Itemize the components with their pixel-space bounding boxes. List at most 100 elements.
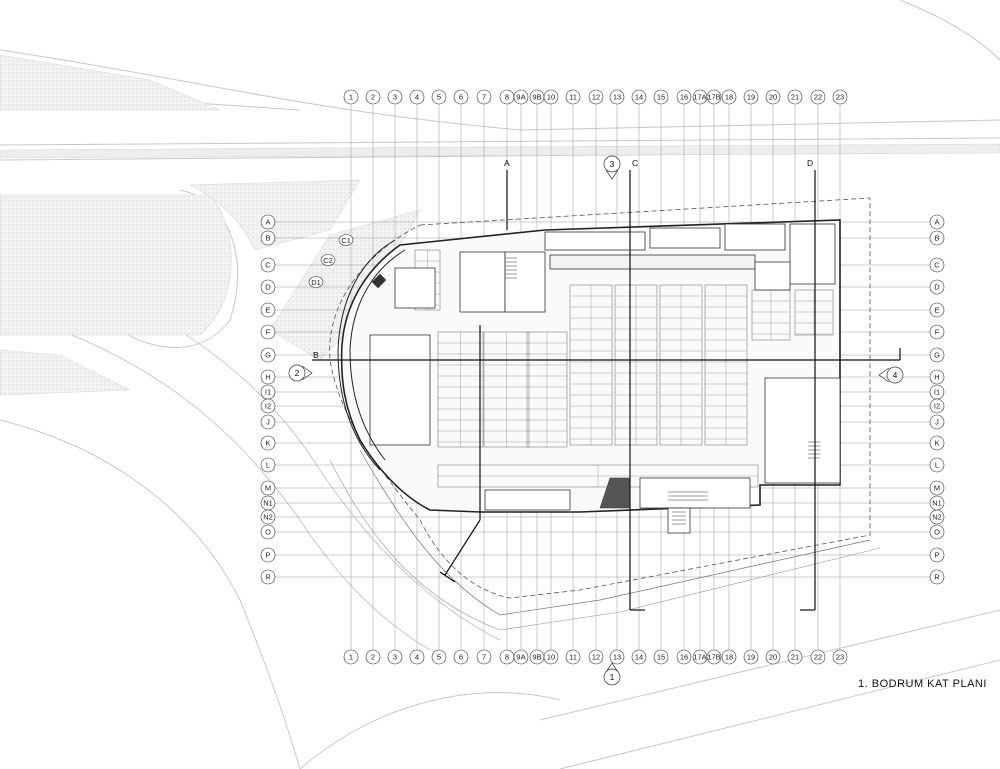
row-bubble-right-g-label: G [934, 351, 940, 360]
row-bubble-left-k-label: K [265, 439, 270, 448]
row-bubble-left-b-circle [260, 230, 276, 246]
column-bubble-bottom-7-circle [476, 649, 492, 665]
row-bubble-right-m-label: M [934, 484, 940, 493]
section-marker-2: 2 [288, 364, 313, 382]
column-bubble-top-3: 3 [387, 89, 403, 105]
column-bubble-top-15: 15 [653, 89, 669, 105]
row-bubble-right-c: C [929, 257, 945, 273]
column-bubble-bottom-15: 15 [653, 649, 669, 665]
row-bubble-left-l-label: L [266, 461, 270, 470]
section-cut-a: A [504, 158, 510, 168]
column-bubble-top-17b-label: 17B [707, 93, 720, 102]
row-bubble-left-c-circle [260, 257, 276, 273]
column-bubble-top-18-circle [721, 89, 737, 105]
column-bubble-top-11-label: 11 [569, 93, 577, 102]
row-bubble-right-o-circle [929, 524, 945, 540]
column-bubble-top-17b-circle [706, 89, 722, 105]
row-bubble-right-p: P [929, 547, 945, 563]
column-bubble-top-2-label: 2 [371, 93, 375, 102]
row-bubble-left-a-circle [260, 214, 276, 230]
column-bubble-top-23-label: 23 [836, 93, 844, 102]
row-bubble-left-j: J [260, 414, 276, 430]
column-bubble-bottom-10-label: 10 [547, 653, 555, 662]
column-bubble-top-4-circle [409, 89, 425, 105]
section-lines [312, 170, 901, 611]
column-bubble-top-13-label: 13 [613, 93, 621, 102]
row-bubble-right-l: L [929, 457, 945, 473]
row-bubble-left-m: M [260, 480, 276, 496]
row-bubble-right-n2-label: N2 [932, 513, 942, 522]
row-bubble-left-l: L [260, 457, 276, 473]
column-bubble-bottom-8-label: 8 [505, 653, 509, 662]
column-bubble-bottom-23: 23 [832, 649, 848, 665]
column-bubble-top-22: 22 [810, 89, 826, 105]
row-bubble-left-l-circle [260, 457, 276, 473]
column-bubble-bottom-14: 14 [631, 649, 647, 665]
row-bubble-left-p: P [260, 547, 276, 563]
column-bubble-bottom-13-circle [609, 649, 625, 665]
column-bubble-top-7-label: 7 [482, 93, 486, 102]
row-bubble-left-g: G [260, 347, 276, 363]
curve-label-c1: C1 [341, 236, 351, 245]
column-bubble-top-22-label: 22 [814, 93, 822, 102]
row-bubble-right-r-label: R [934, 573, 940, 582]
row-bubble-right-e: E [929, 302, 945, 318]
row-bubble-right-b-circle [929, 230, 945, 246]
column-bubble-top-10: 10 [543, 89, 559, 105]
row-bubble-right-a: A [929, 214, 945, 230]
column-bubble-top-2-circle [365, 89, 381, 105]
plan-title: 1. BODRUM KAT PLANI [858, 678, 987, 690]
column-bubble-bottom-19-label: 19 [747, 653, 755, 662]
row-bubble-right-i2-circle [929, 398, 945, 414]
column-bubble-top-7: 7 [476, 89, 492, 105]
parking-bays [414, 249, 834, 488]
column-bubble-top-23-circle [832, 89, 848, 105]
curve-label-c2: C2 [323, 256, 333, 265]
column-bubble-top-21-circle [787, 89, 803, 105]
section-marker-4-label: 4 [893, 370, 898, 380]
column-bubble-bottom-1-label: 1 [349, 653, 353, 662]
column-bubble-top-22-circle [810, 89, 826, 105]
column-bubble-top-5-circle [431, 89, 447, 105]
row-bubble-right-l-label: L [935, 461, 939, 470]
column-bubble-top-18-label: 18 [725, 93, 733, 102]
column-bubble-top-12-label: 12 [592, 93, 600, 102]
row-bubble-left-e: E [260, 302, 276, 318]
column-bubble-top-10-label: 10 [547, 93, 555, 102]
section-marker-4: 4 [878, 366, 904, 384]
grid-bubbles: 11223344556677889A9A9B9B1010111112121313… [260, 89, 945, 665]
row-bubble-right-f-label: F [935, 328, 940, 337]
row-bubble-left-o-label: O [265, 528, 271, 537]
column-bubble-top-19: 19 [743, 89, 759, 105]
column-bubble-top-8-label: 8 [505, 93, 509, 102]
column-bubble-top-11: 11 [565, 89, 581, 105]
row-bubble-right-d-label: D [934, 283, 940, 292]
row-bubble-left-o: O [260, 524, 276, 540]
column-bubble-bottom-14-circle [631, 649, 647, 665]
row-bubble-left-i1: I1 [260, 384, 276, 400]
column-bubble-bottom-22-circle [810, 649, 826, 665]
row-bubble-right-c-label: C [934, 261, 940, 270]
column-bubble-bottom-11-circle [565, 649, 581, 665]
column-bubble-bottom-7: 7 [476, 649, 492, 665]
column-bubble-top-21-label: 21 [791, 93, 799, 102]
row-bubble-right-h-circle [929, 369, 945, 385]
row-bubble-left-h-label: H [265, 373, 270, 382]
column-bubble-top-16: 16 [676, 89, 692, 105]
column-bubble-bottom-23-circle [832, 649, 848, 665]
row-bubble-right-g-circle [929, 347, 945, 363]
column-bubble-top-18: 18 [721, 89, 737, 105]
column-bubble-top-20: 20 [765, 89, 781, 105]
column-bubble-top-9b: 9B [529, 89, 545, 105]
column-bubble-bottom-11: 11 [565, 649, 581, 665]
column-bubble-bottom-1: 1 [343, 649, 359, 665]
row-bubble-left-k: K [260, 435, 276, 451]
column-bubble-top-23: 23 [832, 89, 848, 105]
column-bubble-top-9b-label: 9B [532, 93, 541, 102]
column-bubble-bottom-18-label: 18 [725, 653, 733, 662]
row-bubble-right-r: R [929, 569, 945, 585]
row-bubble-left-g-circle [260, 347, 276, 363]
column-bubble-bottom-9a: 9A [513, 649, 529, 665]
row-bubble-right-h-label: H [934, 373, 939, 382]
